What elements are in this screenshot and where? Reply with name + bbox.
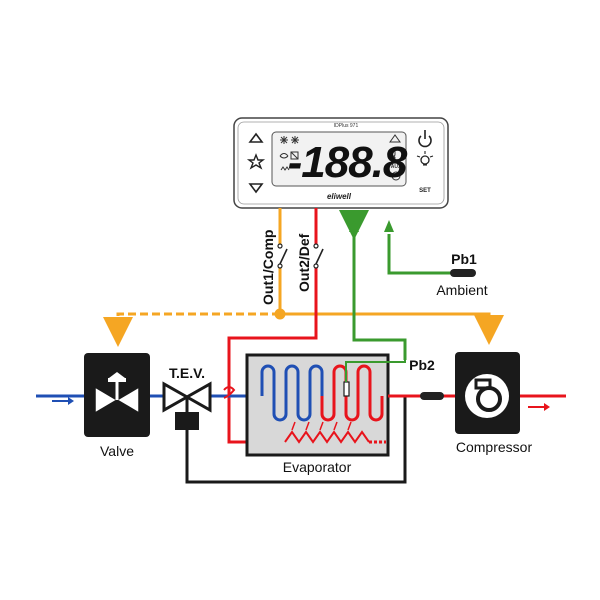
thermometer-icon bbox=[391, 147, 396, 160]
set-button[interactable]: SET bbox=[419, 188, 431, 194]
pb2-wire bbox=[339, 210, 407, 360]
temperature-display: -188.8 bbox=[288, 138, 408, 187]
out1-switch bbox=[277, 243, 288, 269]
valve bbox=[84, 353, 150, 437]
pb1-label: Pb1 bbox=[451, 251, 477, 267]
star-button[interactable] bbox=[246, 153, 266, 170]
aux-indicator: AUX bbox=[391, 164, 402, 170]
controller-unit: IDPlus 971 SET bbox=[233, 117, 449, 209]
valve-label: Valve bbox=[100, 443, 134, 459]
compressor-label: Compressor bbox=[456, 439, 533, 455]
tev-bulb-line bbox=[185, 396, 407, 484]
light-icon[interactable] bbox=[416, 151, 434, 166]
pb2-arrow bbox=[349, 220, 359, 232]
wire-hop bbox=[223, 386, 236, 399]
pb1-arrow bbox=[384, 220, 394, 232]
out1-wire bbox=[103, 208, 504, 347]
snowflake-icon bbox=[291, 136, 299, 144]
pb2-label: Pb2 bbox=[409, 357, 435, 373]
warning-icon bbox=[389, 134, 401, 143]
pb2-probe bbox=[420, 392, 444, 400]
pb1-wire bbox=[387, 234, 452, 275]
defrost-icon bbox=[290, 151, 299, 160]
clock-icon bbox=[391, 171, 401, 181]
up-button[interactable] bbox=[248, 132, 264, 143]
wire-junction bbox=[274, 308, 286, 320]
out2-switch bbox=[313, 243, 324, 269]
tev-valve bbox=[162, 381, 212, 430]
snowflake-icon bbox=[280, 136, 288, 144]
power-button[interactable] bbox=[418, 130, 432, 148]
out1-label: Out1/Comp bbox=[260, 230, 276, 305]
pb1-location-label: Ambient bbox=[436, 282, 487, 298]
pb2-evap-lead bbox=[345, 340, 406, 382]
fan-icon bbox=[279, 153, 289, 159]
controller-model: IDPlus 971 bbox=[334, 123, 359, 129]
compressor bbox=[455, 352, 520, 434]
outlet-arrow-head bbox=[544, 403, 550, 411]
brand-logo: eliwell bbox=[327, 192, 352, 201]
pb1-probe bbox=[450, 269, 476, 277]
down-button[interactable] bbox=[248, 183, 264, 194]
tev-label: T.E.V. bbox=[169, 365, 205, 381]
out2-label: Out2/Def bbox=[296, 233, 312, 292]
evaporator bbox=[245, 353, 390, 457]
evaporator-label: Evaporator bbox=[283, 459, 352, 475]
alarm-icon bbox=[280, 166, 290, 171]
inlet-arrow-head bbox=[68, 397, 74, 405]
